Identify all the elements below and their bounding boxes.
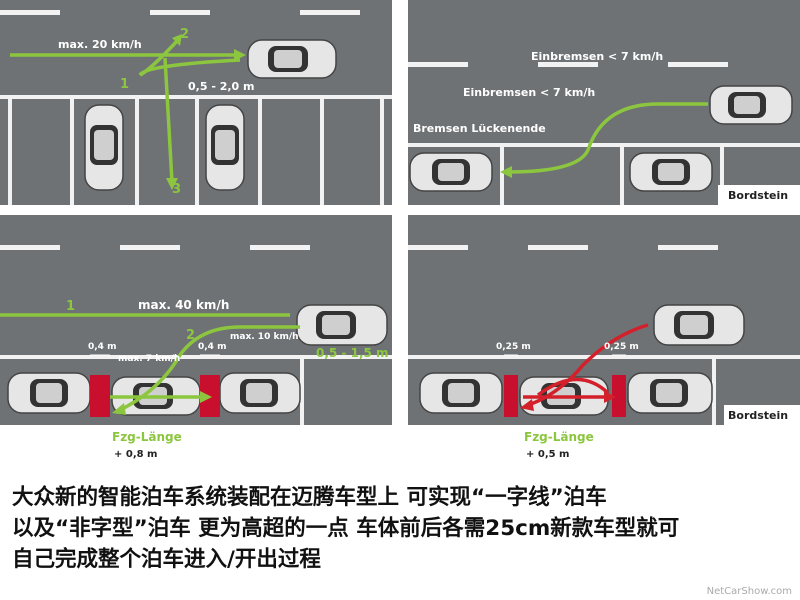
green-path-arrow [507, 102, 708, 174]
car-parked-left [84, 104, 124, 191]
gap-right-label: 0,4 m [198, 342, 226, 352]
speed-gap-label: max. 7 km/h [118, 354, 180, 364]
step-2-label: 2 [186, 328, 195, 343]
brake-label-1: Einbremsen < 7 km/h [531, 50, 663, 63]
caption-line-3: 自己完成整个泊车进入/开出过程 [12, 547, 321, 572]
step-1-label: 1 [120, 77, 129, 92]
car-parked-rear [219, 372, 301, 414]
car-parked-front [7, 372, 91, 414]
watermark: NetCarShow.com [706, 586, 792, 597]
car-moving [653, 304, 745, 346]
gap-right-label: 0,25 m [604, 342, 639, 352]
parallel-parking-in-diagram: 1 2 max. 40 km/h max. 10 km/h 0,5 - 1,5 … [0, 245, 392, 425]
car-moving [709, 85, 793, 125]
brake-gap-label: Bremsen Lückenende [413, 122, 546, 135]
parallel-approach-diagram: Einbremsen < 7 km/h Einbremsen < 7 km/h … [408, 50, 800, 205]
car-parked-rear [627, 372, 713, 414]
speed-main-label: max. 40 km/h [138, 298, 229, 312]
car-parked-right [629, 152, 713, 192]
panel-perpendicular-parking: max. 20 km/h 1 2 3 0,5 - 2,0 m [0, 0, 392, 205]
gap-block-front [90, 375, 110, 417]
distance-label: 0,5 - 2,0 m [188, 80, 255, 93]
car-parked-front [419, 372, 503, 414]
length-value-left: + 0,8 m [114, 449, 157, 460]
length-value-right: + 0,5 m [526, 449, 569, 460]
car-moving [296, 304, 388, 346]
car-parked-right [205, 104, 245, 191]
panel-parallel-parking-in: 1 2 max. 40 km/h max. 10 km/h 0,5 - 1,5 … [0, 215, 392, 425]
length-label-left: Fzg-Länge [112, 430, 182, 444]
caption-line-1: 大众新的智能泊车系统装配在迈腾车型上 可实现“一字线”泊车 [12, 485, 607, 510]
gap-left-label: 0,4 m [88, 342, 116, 352]
step-3-label: 3 [172, 182, 181, 197]
curb-label: Bordstein [728, 189, 788, 202]
step-1-label: 1 [66, 299, 75, 314]
speed-label: max. 20 km/h [58, 38, 142, 51]
step-2-label: 2 [180, 27, 189, 42]
gap-block-rear [612, 375, 626, 417]
gap-left-label: 0,25 m [496, 342, 531, 352]
panel-parallel-approach: Einbremsen < 7 km/h Einbremsen < 7 km/h … [408, 0, 800, 205]
caption: 大众新的智能泊车系统装配在迈腾车型上 可实现“一字线”泊车 以及“非字型”泊车 … [12, 482, 792, 575]
gap-block-front [504, 375, 518, 417]
car-moving [247, 39, 337, 79]
green-path-arrows [0, 313, 300, 412]
perpendicular-parking-diagram: max. 20 km/h 1 2 3 0,5 - 2,0 m [0, 10, 392, 205]
parallel-parking-out-diagram: 0,25 m 0,25 m Bordstein [408, 245, 800, 425]
vehicle-length-labels: Fzg-Länge + 0,8 m Fzg-Länge + 0,5 m [112, 430, 594, 460]
length-label-right: Fzg-Länge [524, 430, 594, 444]
brake-label-2: Einbremsen < 7 km/h [463, 86, 595, 99]
distance-label: 0,5 - 1,5 m [316, 346, 389, 360]
green-path-arrows [10, 38, 241, 183]
speed-reverse-label: max. 10 km/h [230, 332, 299, 342]
panel-parallel-parking-out: 0,25 m 0,25 m Bordstein [408, 215, 800, 425]
red-path-arrows [523, 323, 649, 407]
car-parked-left [409, 152, 493, 192]
curb-label: Bordstein [728, 409, 788, 422]
caption-line-2: 以及“非字型”泊车 更为高超的一点 车体前后各需25cm新款车型就可 [12, 516, 680, 541]
